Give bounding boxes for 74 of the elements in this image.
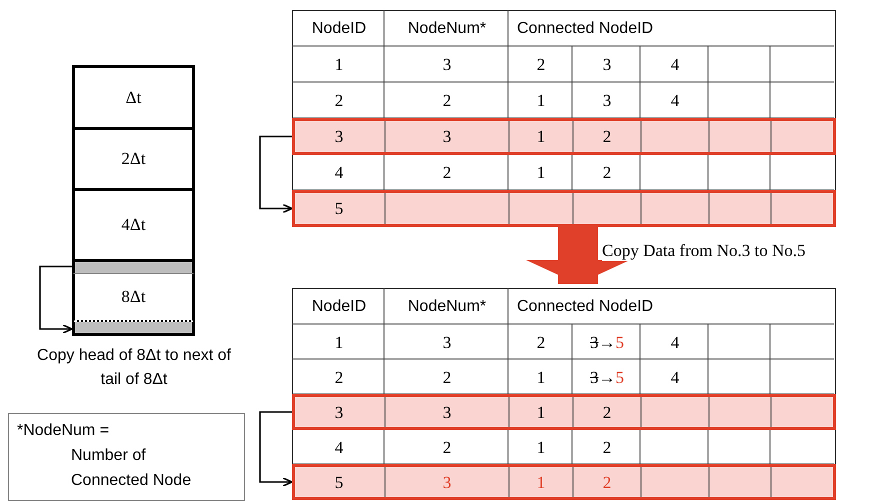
cell-value: 2 bbox=[442, 368, 452, 388]
note-box bbox=[8, 413, 245, 501]
cell-value: 3 bbox=[602, 91, 612, 111]
block-arrow bbox=[526, 226, 630, 284]
cell-value: 2 bbox=[602, 402, 612, 422]
data-table bbox=[292, 288, 836, 499]
cell-value: 1 bbox=[536, 163, 546, 183]
block-label: Δt bbox=[126, 88, 142, 108]
cell-value: 3 bbox=[334, 402, 344, 422]
cell-value: 3 bbox=[334, 127, 344, 147]
cell-value: 2 bbox=[334, 91, 344, 111]
cell-value: 2 bbox=[536, 55, 546, 75]
cell-value: 2 bbox=[442, 91, 452, 111]
cell-value: 3 bbox=[602, 55, 612, 75]
cell-value: 4 bbox=[670, 91, 680, 111]
edge-label: Copy Data from No.3 to No.5 bbox=[602, 241, 806, 261]
cell-value: 2 bbox=[334, 368, 344, 388]
block-label: 2Δt bbox=[121, 149, 146, 169]
cell-value: 3 bbox=[590, 368, 598, 388]
cell-value: 5 bbox=[334, 199, 344, 219]
time-block bbox=[72, 65, 195, 127]
block-label: 8Δt bbox=[121, 287, 146, 307]
arrow bbox=[259, 411, 293, 487]
cell-value: 1 bbox=[536, 438, 546, 458]
note-text: *NodeNum = bbox=[17, 421, 110, 441]
cell-value: 5 bbox=[616, 332, 624, 352]
cell-value: 4 bbox=[334, 438, 344, 458]
buffer-bar bbox=[72, 322, 195, 336]
cell-value: 2 bbox=[442, 163, 452, 183]
cell-value: 3 bbox=[590, 332, 598, 352]
arrow bbox=[39, 266, 73, 334]
highlighted-row bbox=[292, 394, 836, 430]
cell-value: 1 bbox=[536, 368, 546, 388]
cell-value: 4 bbox=[670, 332, 680, 352]
cell-value: → bbox=[598, 368, 616, 388]
cell-value: 1 bbox=[536, 127, 546, 147]
cell-value: 2 bbox=[602, 472, 612, 492]
buffer-bar bbox=[72, 259, 195, 274]
highlighted-row bbox=[292, 118, 836, 155]
data-table bbox=[292, 10, 836, 226]
cell-value: 2 bbox=[602, 163, 612, 183]
note-text: Number of Connected Node bbox=[71, 446, 192, 491]
highlighted-row bbox=[292, 464, 836, 500]
column-header: NodeNum* bbox=[408, 298, 486, 316]
cell-value: 5 bbox=[334, 472, 344, 492]
caption-text: Copy head of 8Δt to next of tail of 8Δt bbox=[36, 346, 232, 390]
cell-value: → bbox=[598, 332, 616, 352]
cell-value: 5 bbox=[616, 368, 624, 388]
column-header: Connected NodeID bbox=[517, 298, 654, 316]
cell-value: 4 bbox=[670, 368, 680, 388]
column-header: NodeID bbox=[312, 20, 366, 38]
arrow bbox=[259, 136, 293, 214]
block-label: 4Δt bbox=[121, 215, 146, 235]
cell-value: 3 bbox=[442, 127, 452, 147]
cell-value: 1 bbox=[536, 91, 546, 111]
cell-value: 3 bbox=[442, 55, 452, 75]
highlighted-row bbox=[292, 190, 836, 227]
time-block bbox=[72, 127, 195, 188]
cell-value: 3 bbox=[442, 332, 452, 352]
cell-value: 1 bbox=[536, 472, 546, 492]
column-header: Connected NodeID bbox=[517, 20, 654, 38]
cell-value: 3 bbox=[442, 402, 452, 422]
cell-value: 2 bbox=[602, 127, 612, 147]
cell-value: 1 bbox=[334, 55, 344, 75]
column-header: NodeID bbox=[312, 298, 366, 316]
cell-value: 4 bbox=[334, 163, 344, 183]
column-header: NodeNum* bbox=[408, 20, 486, 38]
cell-value: 1 bbox=[536, 402, 546, 422]
cell-value: 2 bbox=[442, 438, 452, 458]
cell-value: 2 bbox=[602, 438, 612, 458]
cell-value: 4 bbox=[670, 55, 680, 75]
cell-value: 2 bbox=[536, 332, 546, 352]
cell-value: 1 bbox=[334, 332, 344, 352]
cell-value: 3 bbox=[442, 472, 452, 492]
